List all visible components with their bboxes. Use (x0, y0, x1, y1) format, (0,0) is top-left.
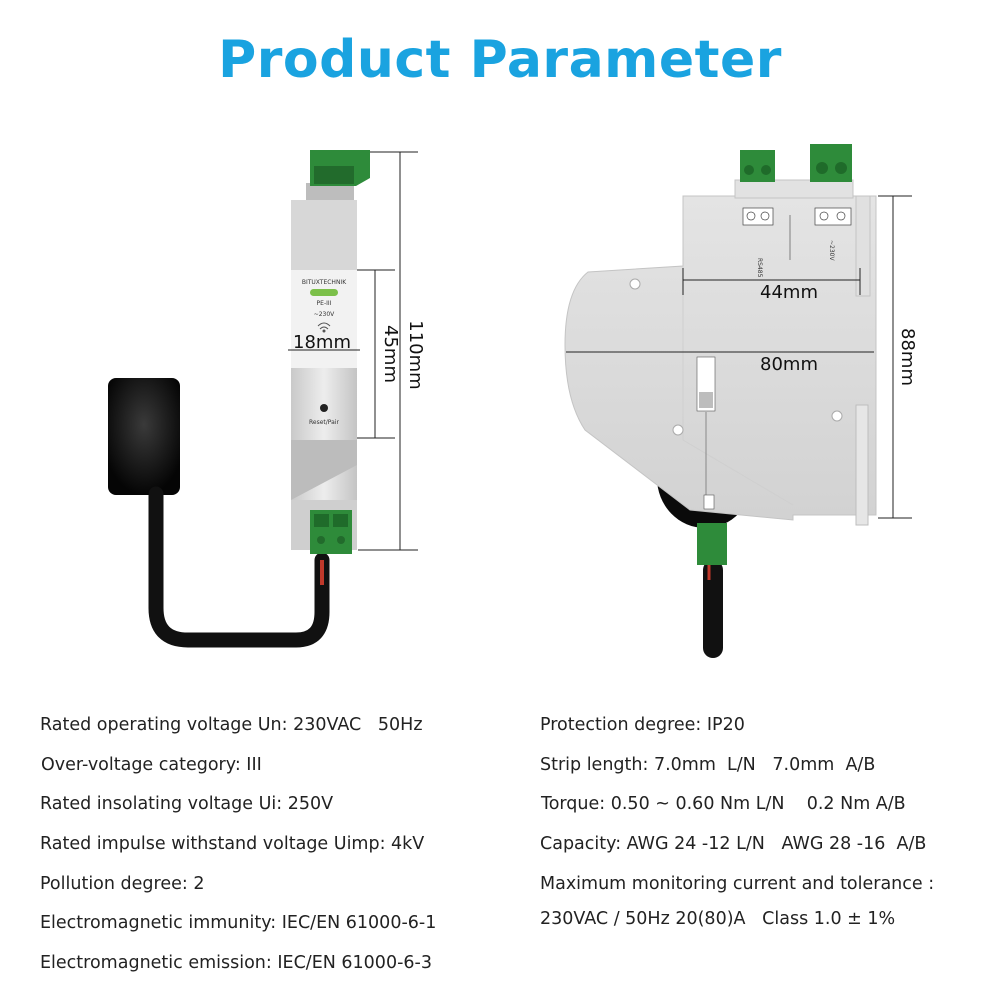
rs485-label: RS485 (756, 258, 763, 278)
spec-over-voltage-category: Over-voltage category: III (41, 755, 262, 775)
spec-rated-operating-voltage: Rated operating voltage Un: 230VAC 50Hz (40, 715, 423, 735)
front-view: BITUXTECHNIK PE-III ~230V Reset/Pair 18m… (108, 150, 426, 648)
dim-18mm: 18mm (293, 332, 351, 353)
spec-em-emission: Electromagnetic emission: IEC/EN 61000-6… (40, 953, 432, 973)
status-led (310, 289, 338, 296)
current-transformer-ring (108, 378, 180, 495)
dim-44mm: 44mm (760, 282, 818, 303)
voltage-label: ~230V (314, 311, 335, 318)
sensor-cable (148, 486, 330, 648)
spec-torque: Torque: 0.50 ~ 0.60 Nm L/N 0.2 Nm A/B (541, 794, 906, 814)
dim-88mm: 88mm (897, 328, 918, 386)
spec-rated-insulating-voltage: Rated insolating voltage Ui: 250V (40, 794, 334, 814)
top-terminal-base (306, 183, 354, 205)
spec-current-tolerance: 230VAC / 50Hz 20(80)A Class 1.0 ± 1% (540, 909, 896, 929)
rs485-terminal (740, 150, 775, 182)
page-title: Product Parameter (218, 30, 782, 90)
spec-em-immunity: Electromagnetic immunity: IEC/EN 61000-6… (40, 913, 437, 933)
reset-pair-label: Reset/Pair (309, 419, 339, 426)
side-cable (703, 560, 723, 658)
dim-45mm: 45mm (380, 325, 401, 383)
wifi-icon (317, 322, 331, 333)
dim-110mm: 110mm (405, 320, 426, 389)
spec-protection-degree: Protection degree: IP20 (540, 715, 745, 735)
spec-strip-length: Strip length: 7.0mm L/N 7.0mm A/B (540, 755, 876, 775)
din-clip (855, 404, 869, 526)
side-housing (564, 195, 877, 521)
spec-impulse-withstand-voltage: Rated impulse withstand voltage Uimp: 4k… (40, 834, 425, 854)
ac-label: ~230V (828, 240, 835, 261)
model-label: PE-III (317, 300, 332, 307)
side-view: RS485 ~230V 44mm 80mm 88mm (564, 144, 918, 658)
ac-terminal (810, 144, 852, 182)
side-bottom-terminal (697, 523, 727, 565)
dim-80mm: 80mm (760, 354, 818, 375)
reset-pair-button[interactable] (320, 404, 328, 412)
spec-max-monitoring-current: Maximum monitoring current and tolerance… (540, 874, 935, 894)
spec-pollution-degree: Pollution degree: 2 (40, 874, 205, 894)
spec-capacity: Capacity: AWG 24 -12 L/N AWG 28 -16 A/B (540, 834, 927, 854)
product-drawings: BITUXTECHNIK PE-III ~230V Reset/Pair 18m… (108, 144, 918, 658)
brand-label: BITUXTECHNIK (302, 279, 347, 286)
